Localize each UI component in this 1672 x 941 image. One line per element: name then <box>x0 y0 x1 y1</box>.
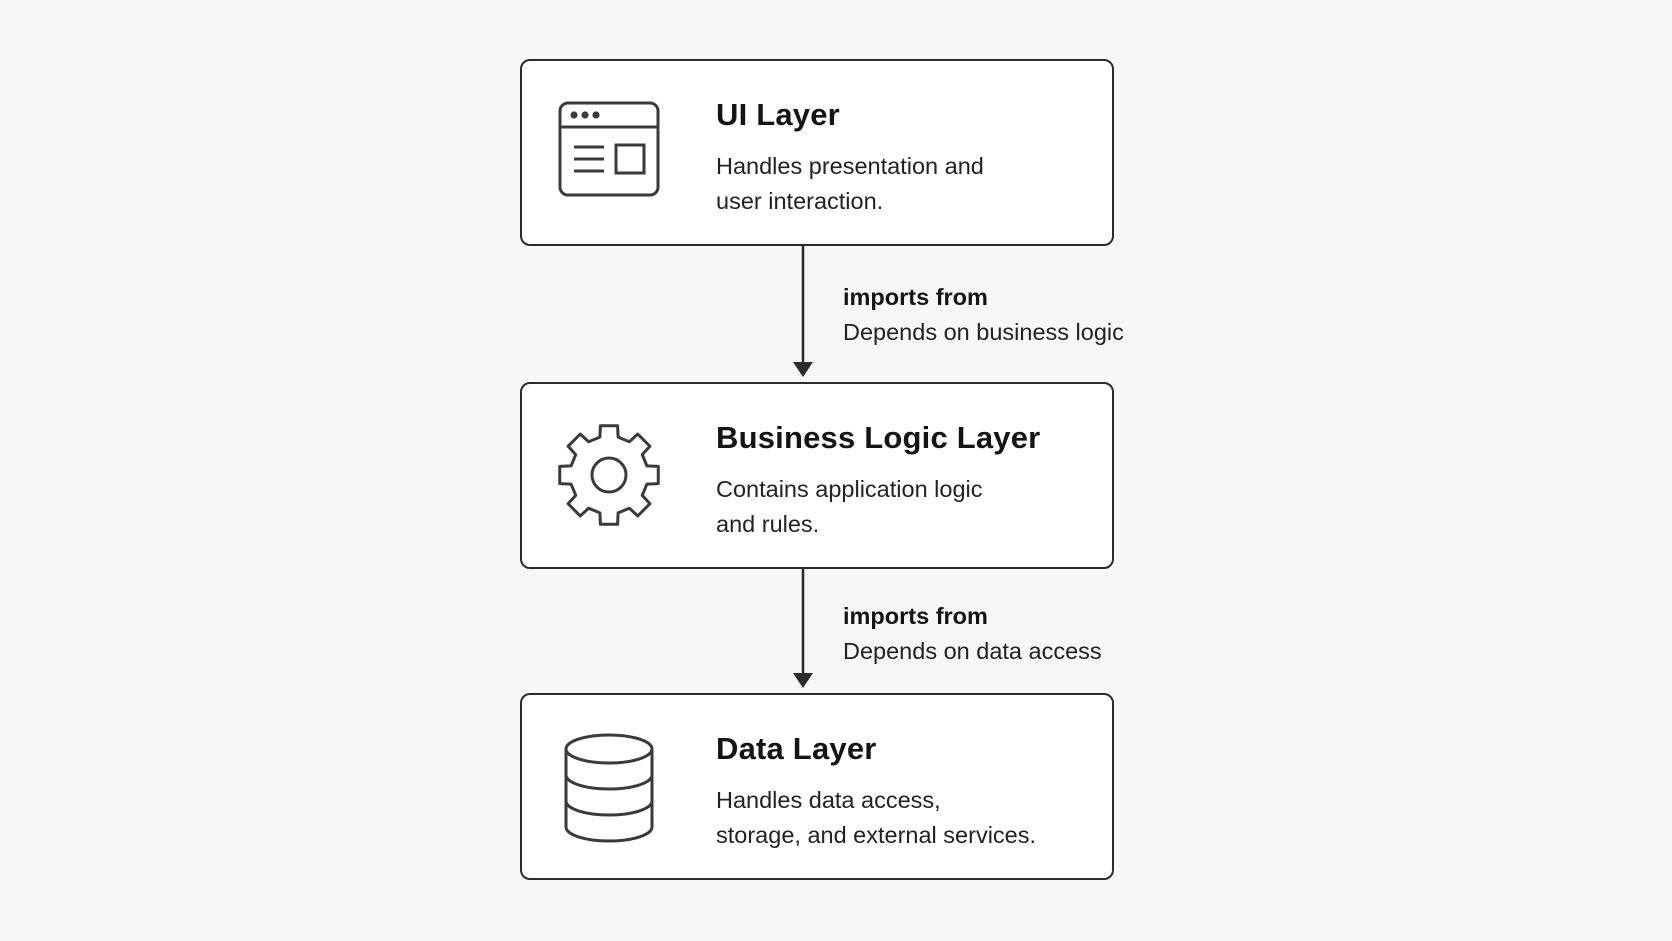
data-layer-box: Data Layer Handles data access, storage,… <box>520 693 1114 880</box>
layer-description-line: Handles data access, <box>716 787 941 813</box>
layer-description-line: Contains application logic <box>716 476 983 502</box>
edge-label-description: Depends on business logic <box>843 319 1124 345</box>
dependency-arrow <box>790 246 816 382</box>
layer-description-line: user interaction. <box>716 188 884 214</box>
dependency-arrow <box>790 569 816 693</box>
layer-description-line: and rules. <box>716 511 820 537</box>
edge-label-description: Depends on data access <box>843 638 1102 664</box>
edge-label-title: imports from <box>843 284 988 310</box>
layer-description: Contains application logic and rules. <box>716 472 983 542</box>
gear-icon <box>554 420 664 530</box>
layer-description-line: Handles presentation and <box>716 153 984 179</box>
layer-description: Handles data access, storage, and extern… <box>716 783 1036 853</box>
ui-layer-box: UI Layer Handles presentation and user i… <box>520 59 1114 246</box>
layer-description-line: storage, and external services. <box>716 822 1037 848</box>
edge-label: imports from Depends on data access <box>843 599 1102 669</box>
layer-title: Data Layer <box>716 731 877 766</box>
edge-label-title: imports from <box>843 603 988 629</box>
business-logic-layer-box: Business Logic Layer Contains applicatio… <box>520 382 1114 569</box>
layer-title: UI Layer <box>716 97 840 132</box>
layer-description: Handles presentation and user interactio… <box>716 149 984 219</box>
layer-title: Business Logic Layer <box>716 420 1041 455</box>
database-icon <box>554 731 664 843</box>
browser-window-icon <box>554 97 664 207</box>
edge-label: imports from Depends on business logic <box>843 280 1124 350</box>
